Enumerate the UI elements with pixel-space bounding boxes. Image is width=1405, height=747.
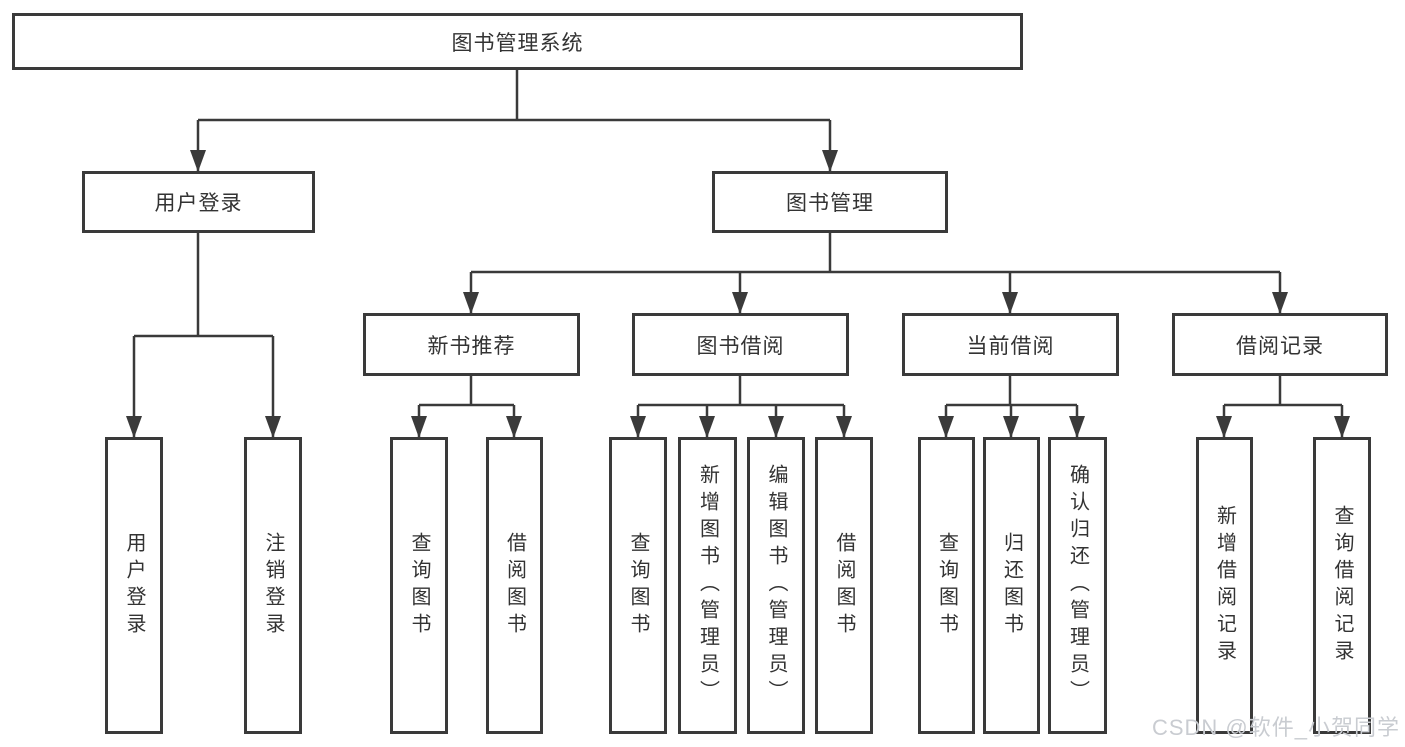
node-user-login-label: 用户登录 [154, 192, 243, 215]
node-new-book-recommend: 新书推荐 [363, 313, 580, 376]
node-book-management: 图书管理 [712, 171, 948, 233]
node-book-borrow-label: 图书借阅 [696, 334, 785, 358]
leaf-query-book-recommend-label: 查询图书 [408, 531, 430, 640]
node-root-label: 图书管理系统 [451, 31, 584, 55]
leaf-query-book-current: 查询图书 [918, 437, 975, 734]
leaf-query-borrow-record-label: 查询借阅记录 [1331, 504, 1353, 667]
leaf-add-borrow-record-label: 新增借阅记录 [1213, 504, 1236, 667]
leaf-query-borrow-record: 查询借阅记录 [1313, 437, 1371, 734]
leaf-edit-book-admin-label: 编辑图书（管理员） [765, 464, 787, 707]
node-current-borrow: 当前借阅 [902, 313, 1119, 376]
leaf-add-borrow-record: 新增借阅记录 [1196, 437, 1253, 734]
leaf-query-book-recommend: 查询图书 [390, 437, 448, 734]
csdn-watermark: CSDN @软件_小贺同学 [1151, 715, 1400, 740]
leaf-query-book-borrow-label: 查询图书 [627, 531, 649, 640]
leaf-borrow-book-label: 借阅图书 [833, 531, 855, 640]
leaf-return-book-label: 归还图书 [1000, 531, 1023, 640]
leaf-add-book-admin-label: 新增图书（管理员） [696, 464, 719, 707]
leaf-logout: 注销登录 [244, 437, 302, 734]
leaf-logout-label: 注销登录 [262, 531, 284, 640]
leaf-confirm-return-admin: 确认归还（管理员） [1048, 437, 1107, 734]
leaf-add-book-admin: 新增图书（管理员） [678, 437, 737, 734]
node-user-login: 用户登录 [82, 171, 315, 233]
leaf-user-login-label: 用户登录 [123, 531, 145, 640]
leaf-return-book: 归还图书 [983, 437, 1040, 734]
leaf-query-book-borrow: 查询图书 [609, 437, 667, 734]
leaf-borrow-book-recommend-label: 借阅图书 [503, 531, 526, 640]
leaf-query-book-current-label: 查询图书 [935, 531, 958, 640]
node-book-borrow: 图书借阅 [632, 313, 849, 376]
node-borrow-records: 借阅记录 [1172, 313, 1388, 376]
leaf-user-login: 用户登录 [105, 437, 163, 734]
leaf-edit-book-admin: 编辑图书（管理员） [747, 437, 805, 734]
node-new-book-recommend-label: 新书推荐 [427, 334, 516, 358]
leaf-confirm-return-admin-label: 确认归还（管理员） [1066, 464, 1089, 707]
node-book-management-label: 图书管理 [786, 192, 874, 215]
node-current-borrow-label: 当前借阅 [966, 334, 1055, 358]
leaf-borrow-book: 借阅图书 [815, 437, 873, 734]
leaf-borrow-book-recommend: 借阅图书 [486, 437, 543, 734]
node-borrow-records-label: 借阅记录 [1236, 334, 1324, 358]
node-root-system: 图书管理系统 [12, 13, 1023, 70]
